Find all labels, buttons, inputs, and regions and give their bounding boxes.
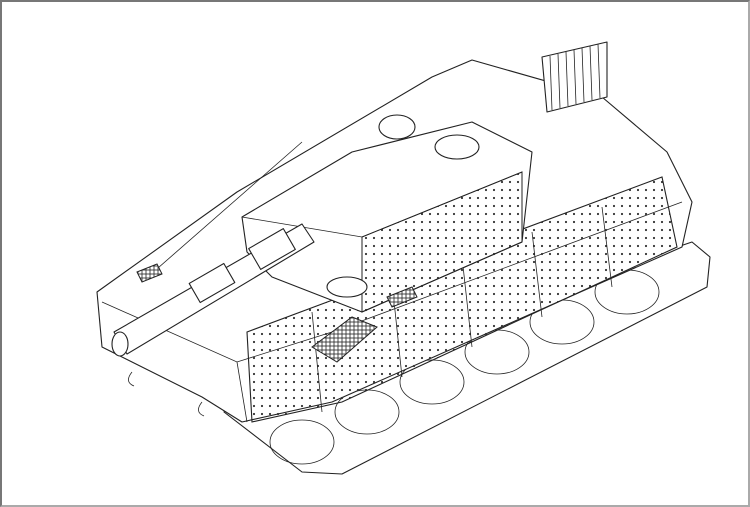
cupola: [378, 114, 416, 140]
side-skirt: [246, 176, 678, 423]
front-grille: [136, 263, 163, 283]
commander-hatch: [434, 134, 480, 160]
loader-hatch: [326, 276, 368, 298]
engine-grille: [311, 316, 378, 363]
